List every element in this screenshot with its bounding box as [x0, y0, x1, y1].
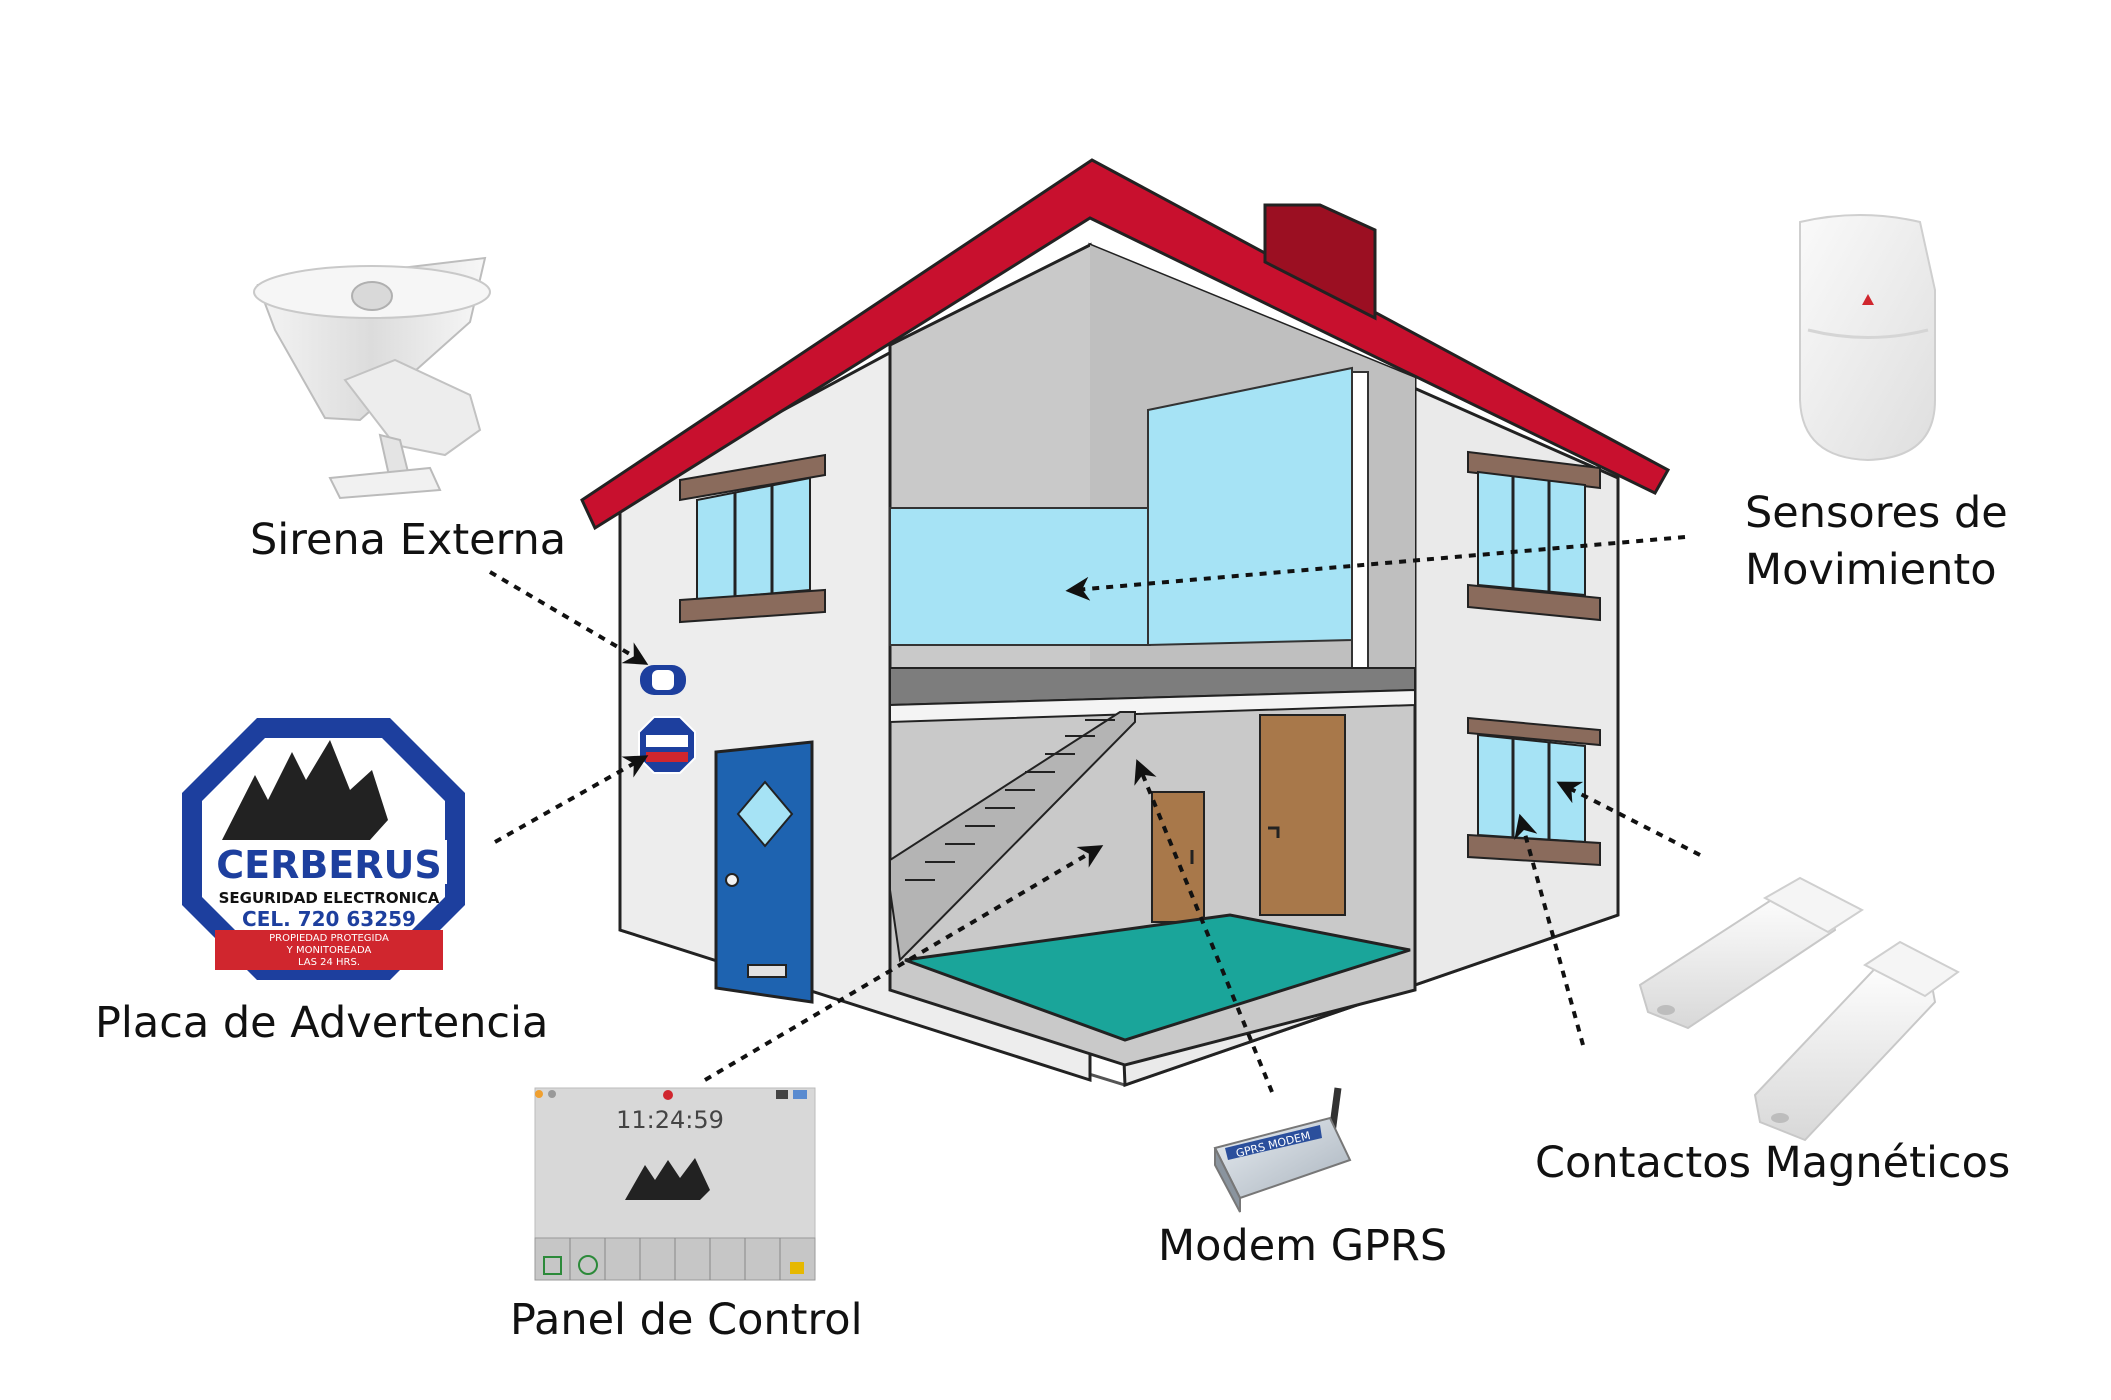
motion-sensor — [1799, 214, 1936, 462]
external-siren — [253, 256, 491, 500]
left-upper-window — [679, 453, 826, 624]
upper-glass-right — [1147, 366, 1353, 647]
alarm-bell-icon — [663, 1090, 673, 1100]
label-sirena-externa: Sirena Externa — [250, 515, 567, 565]
connector-panel — [703, 845, 1104, 1082]
connector-sirena — [488, 570, 649, 665]
wall-siren — [640, 665, 686, 695]
label-panel-de-control: Panel de Control — [510, 1295, 863, 1345]
lock-icon — [790, 1262, 804, 1274]
upper-glass-left — [889, 507, 1151, 646]
label-contactos-magneticos: Contactos Magnéticos — [1535, 1138, 2011, 1188]
label-sensores-line1: Sensores de — [1745, 488, 2008, 538]
connector-contactos-2 — [1514, 813, 1585, 1046]
connector-modem — [1134, 759, 1274, 1093]
gprs-modem: GPRS MODEM — [1213, 1087, 1352, 1213]
sign-subtitle: SEGURIDAD ELECTRONICA — [219, 889, 440, 907]
sign-red-line2: Y MONITOREADA — [286, 945, 372, 956]
chimney — [1263, 203, 1377, 321]
disarm-icon — [578, 1255, 598, 1275]
sign-brand: CERBERUS — [216, 843, 442, 887]
right-upper-window — [1467, 450, 1601, 622]
panel-time: 11:24:59 — [616, 1106, 724, 1134]
connector-contactos-1 — [1556, 781, 1701, 857]
connector-sensores — [1065, 535, 1686, 601]
wall-sign — [638, 716, 696, 774]
signal-icon — [793, 1090, 807, 1099]
magnetic-contacts — [1638, 876, 1960, 1142]
warning-sign: CERBERUS SEGURIDAD ELECTRONICA CEL. 720 … — [182, 718, 465, 980]
interior-door-tall — [1259, 714, 1346, 916]
right-lower-window — [1467, 716, 1601, 867]
label-placa-de-advertencia: Placa de Advertencia — [95, 998, 549, 1048]
roof — [580, 158, 1671, 531]
floor-slab-edge — [889, 688, 1416, 724]
label-sensores-de-movimiento: Sensores de Movimiento — [1745, 485, 2008, 599]
control-panel: 11:24:59 — [534, 1087, 816, 1281]
dog-heads-icon — [625, 1158, 710, 1200]
sign-red-line3: LAS 24 HRS. — [298, 957, 360, 968]
arm-home-icon — [543, 1256, 562, 1275]
connector-placa — [494, 755, 649, 844]
staircase — [889, 711, 1136, 963]
moon-icon — [548, 1090, 556, 1098]
connectors — [488, 535, 1701, 1093]
interior-pillar — [1351, 371, 1369, 673]
dog-heads-icon — [222, 740, 388, 840]
ground-floor — [904, 913, 1411, 1042]
label-sensores-line2: Movimiento — [1745, 544, 1997, 595]
sun-icon — [535, 1090, 543, 1098]
wifi-icon — [776, 1090, 788, 1099]
sign-phone: CEL. 720 63259 — [242, 907, 416, 931]
sign-red-line1: PROPIEDAD PROTEGIDA — [269, 933, 389, 944]
house — [580, 158, 1671, 1088]
front-door — [714, 740, 814, 1004]
label-modem-gprs: Modem GPRS — [1158, 1221, 1448, 1271]
